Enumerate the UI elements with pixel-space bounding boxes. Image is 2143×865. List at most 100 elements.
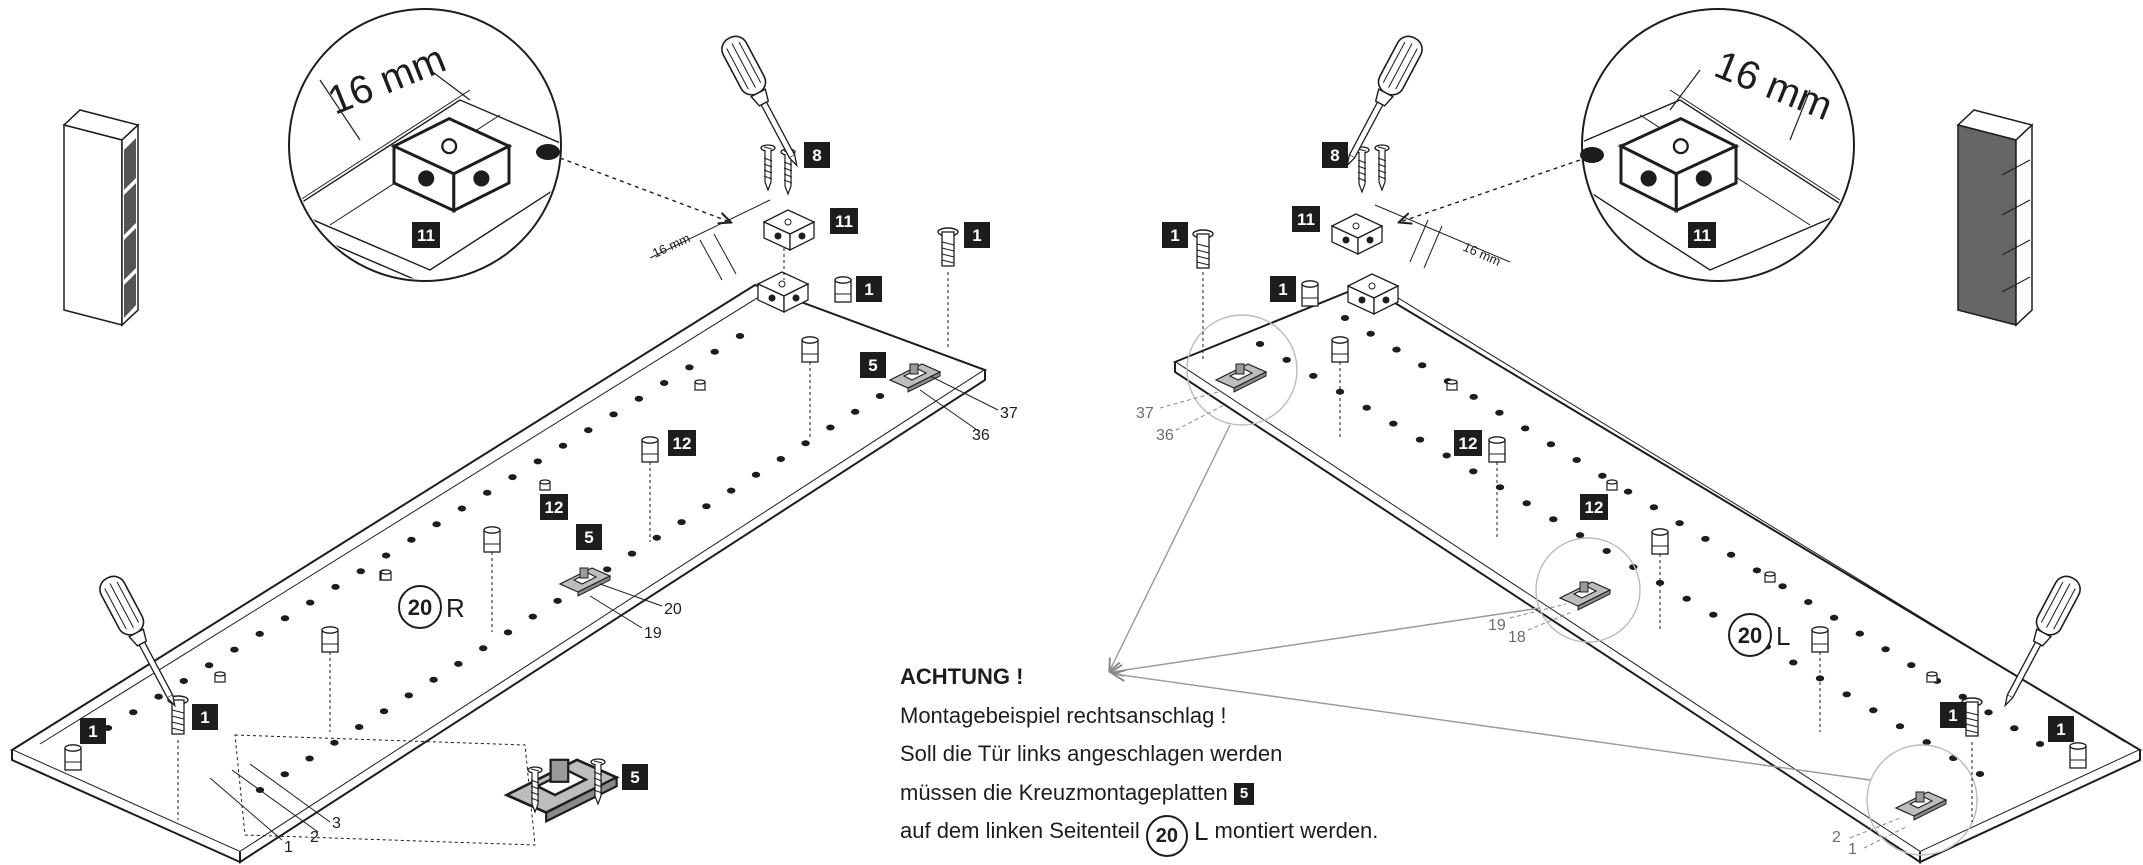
system-hole xyxy=(1842,691,1851,698)
svg-text:12: 12 xyxy=(1585,498,1604,517)
system-hole xyxy=(1340,315,1350,321)
svg-text:12: 12 xyxy=(545,498,564,517)
system-hole xyxy=(429,676,438,683)
system-hole xyxy=(1392,346,1401,353)
note-line-4: auf dem linken Seitenteil 20 L montiert … xyxy=(900,812,1540,857)
callout-20-left: 20 xyxy=(664,601,682,618)
tag-12-left-a: 12 xyxy=(668,430,696,456)
system-hole xyxy=(379,708,389,715)
hinge-plate-detail xyxy=(234,734,618,846)
warning-note: ACHTUNG ! Montagebeispiel rechtsanschlag… xyxy=(900,658,1540,857)
system-hole xyxy=(1829,614,1839,621)
panel-number-left: 20 xyxy=(408,595,432,620)
tag-1-left-bottom-b: 1 xyxy=(192,704,218,730)
svg-text:8: 8 xyxy=(812,146,821,165)
tag-11-right: 11 xyxy=(1292,206,1320,232)
system-hole xyxy=(1778,583,1787,590)
callout-37-right: 37 xyxy=(1136,405,1154,422)
system-hole xyxy=(1521,425,1530,432)
system-hole xyxy=(154,693,163,700)
system-hole xyxy=(801,440,810,447)
system-hole xyxy=(1442,452,1451,459)
note-line-1: Montagebeispiel rechtsanschlag ! xyxy=(900,702,1227,728)
system-hole xyxy=(735,333,745,339)
system-hole xyxy=(627,550,637,557)
tag-12-right-a: 12 xyxy=(1454,430,1482,456)
system-hole xyxy=(677,519,686,526)
system-hole xyxy=(306,599,315,606)
panel-side-right: L xyxy=(1776,621,1790,651)
tag-1-right-mid: 1 xyxy=(1270,276,1296,302)
panel-marker-left: 20 R xyxy=(398,585,465,629)
callout-37-left: 37 xyxy=(1000,405,1018,422)
system-hole xyxy=(751,471,761,478)
callout-36-right: 36 xyxy=(1156,427,1174,444)
system-hole xyxy=(356,568,365,575)
system-hole xyxy=(1575,532,1585,539)
tag-12-left-b: 12 xyxy=(540,494,568,520)
system-hole xyxy=(1922,739,1931,746)
system-hole xyxy=(1469,468,1478,475)
callout-1-left: 1 xyxy=(284,839,293,856)
system-hole xyxy=(533,458,542,465)
note-heading: ACHTUNG ! xyxy=(900,664,1024,689)
callout-19-left: 19 xyxy=(644,625,662,642)
system-hole xyxy=(1255,341,1265,347)
system-hole xyxy=(331,583,340,590)
system-hole xyxy=(305,755,314,762)
tag-11-left: 11 xyxy=(830,208,858,234)
system-hole xyxy=(528,613,537,620)
note-line-3: müssen die Kreuzmontageplatten 5 xyxy=(900,774,1540,813)
system-hole xyxy=(702,503,711,510)
note-line-4-pre: auf dem linken Seitenteil xyxy=(900,818,1140,843)
system-hole xyxy=(875,393,885,399)
svg-text:5: 5 xyxy=(630,768,639,787)
system-hole xyxy=(381,552,391,559)
system-hole xyxy=(1895,723,1905,730)
system-hole xyxy=(230,646,239,653)
svg-text:1: 1 xyxy=(88,722,97,741)
tag-11-detail-right: 11 xyxy=(1688,222,1716,248)
system-hole xyxy=(1984,709,1993,716)
system-hole xyxy=(1623,488,1633,495)
system-hole xyxy=(1522,500,1531,507)
tag-1-left-mid: 1 xyxy=(856,276,882,302)
system-hole xyxy=(603,566,612,573)
tag-5-left-top: 5 xyxy=(860,352,886,378)
tag-1-right-bottom-a: 1 xyxy=(1940,702,1966,728)
system-hole xyxy=(1546,441,1556,448)
note-tag-5: 5 xyxy=(1233,782,1255,805)
svg-text:1: 1 xyxy=(972,226,981,245)
svg-text:1: 1 xyxy=(864,280,873,299)
system-hole xyxy=(1282,356,1291,363)
callout-2-right: 2 xyxy=(1832,829,1841,846)
note-panel-number: 20 xyxy=(1145,815,1188,857)
system-hole xyxy=(407,536,416,543)
dimension-small-right: 16 mm xyxy=(1374,204,1511,269)
system-hole xyxy=(558,442,568,449)
callout-3-left: 3 xyxy=(332,815,341,832)
note-line-4-post: montiert werden. xyxy=(1214,818,1379,843)
system-hole xyxy=(1881,646,1890,653)
right-components: 16 mm xyxy=(1110,31,2087,856)
note-line-2: Soll die Tür links angeschlagen werden xyxy=(900,741,1283,766)
system-hole xyxy=(432,521,441,528)
svg-text:11: 11 xyxy=(1297,210,1315,229)
system-hole xyxy=(1389,420,1398,427)
callout-2-left: 2 xyxy=(310,829,319,846)
tag-12-right-b: 12 xyxy=(1580,494,1608,520)
system-hole xyxy=(652,534,661,541)
system-hole xyxy=(553,597,562,604)
tag-5-left-detail: 5 xyxy=(622,764,648,790)
svg-text:1: 1 xyxy=(1948,706,1957,725)
system-hole xyxy=(454,660,463,667)
tag-1-right-top: 1 xyxy=(1162,222,1188,248)
system-hole xyxy=(826,424,835,431)
system-hole xyxy=(129,709,138,716)
system-hole xyxy=(1752,567,1762,574)
detail-circle-right: 16 mm xyxy=(1400,8,1855,282)
system-hole xyxy=(1362,404,1371,411)
system-hole xyxy=(727,487,736,494)
svg-text:5: 5 xyxy=(584,528,593,547)
